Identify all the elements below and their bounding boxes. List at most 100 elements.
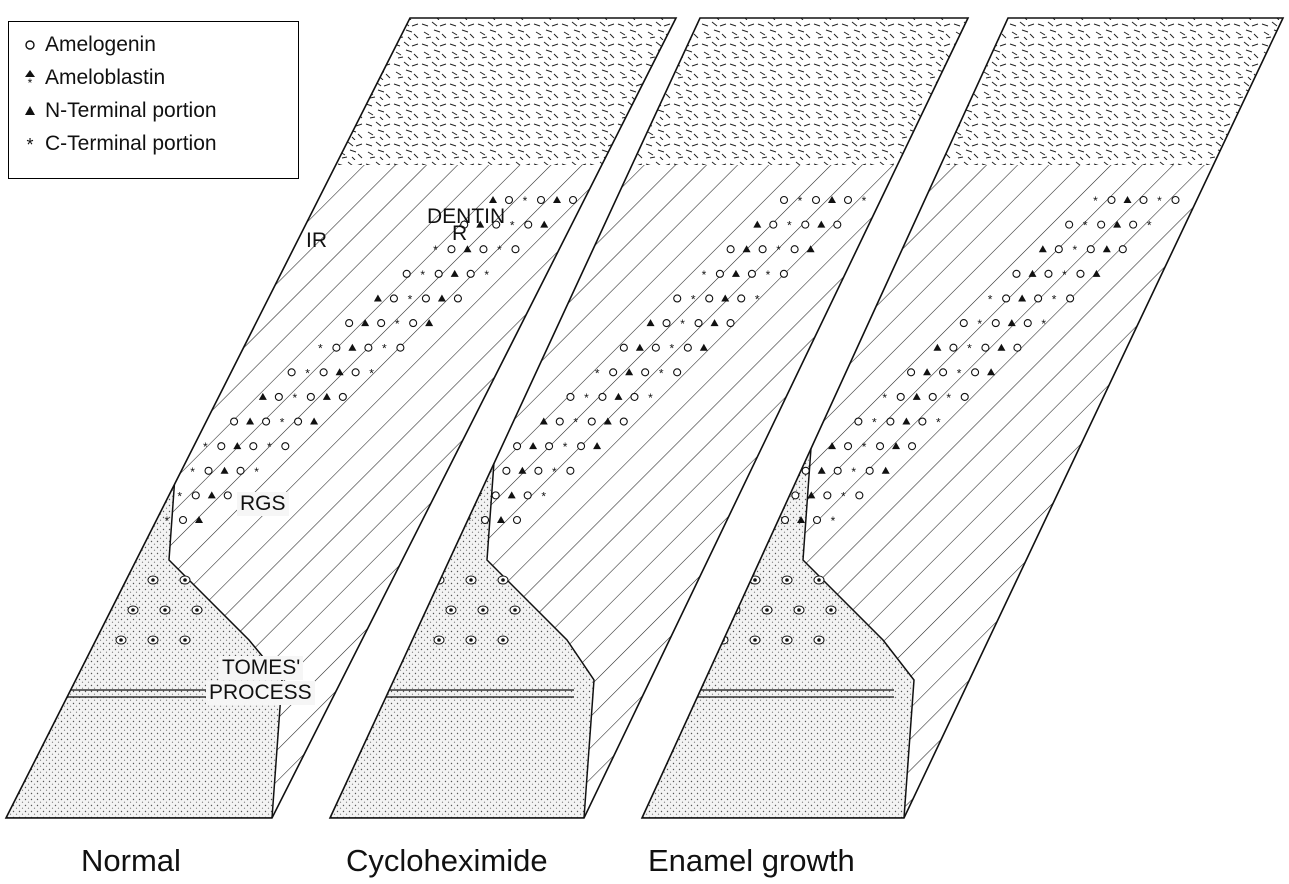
c-terminal-marker: * [420, 268, 425, 282]
tomes-label-line1: TOMES' [219, 656, 303, 680]
amelogenin-marker [556, 418, 563, 425]
amelogenin-marker [160, 492, 167, 499]
amelogenin-marker [567, 393, 574, 400]
amelogenin-marker [492, 492, 499, 499]
legend-item-c-terminal: * C-Terminal portion [21, 127, 298, 160]
c-terminal-marker: * [497, 243, 502, 257]
amelogenin-marker [460, 492, 467, 499]
amelogenin-marker [887, 418, 894, 425]
amelogenin-marker [824, 492, 831, 499]
legend-label: Amelogenin [45, 33, 156, 57]
amelogenin-marker [652, 344, 659, 351]
n-terminal-marker [144, 491, 152, 498]
c-terminal-marker: * [1062, 268, 1067, 282]
amelogenin-marker [237, 467, 244, 474]
rgs-label: RGS [237, 492, 289, 516]
c-terminal-marker: * [203, 440, 208, 454]
amelogenin-marker [263, 418, 270, 425]
amelogenin-marker [320, 369, 327, 376]
amelogenin-marker [781, 197, 788, 204]
c-terminal-marker: * [584, 391, 589, 405]
c-terminal-marker: * [831, 514, 836, 528]
amelogenin-marker [390, 295, 397, 302]
c-terminal-marker: * [1147, 219, 1152, 233]
amelogenin-marker [982, 344, 989, 351]
amelogenin-marker [506, 197, 513, 204]
amelogenin-marker [173, 467, 180, 474]
legend-label: C-Terminal portion [45, 132, 217, 156]
c-terminal-marker: * [1083, 219, 1088, 233]
amelogenin-marker [992, 320, 999, 327]
c-terminal-marker: * [766, 268, 771, 282]
amelogenin-marker [570, 197, 577, 204]
c-terminal-marker: * [293, 391, 298, 405]
c-terminal-marker: * [648, 391, 653, 405]
amelogenin-marker [919, 418, 926, 425]
c-terminal-marker: * [957, 366, 962, 380]
amelogenin-marker [275, 393, 282, 400]
amelogenin-marker [535, 467, 542, 474]
c-terminal-marker: * [841, 489, 846, 503]
amelogenin-marker [525, 221, 532, 228]
legend-label: Ameloblastin [45, 66, 165, 90]
amelogenin-marker [834, 221, 841, 228]
amelogenin-marker [578, 443, 585, 450]
amelogenin-marker [620, 418, 627, 425]
asterisk-icon: * [21, 137, 39, 151]
amelogenin-marker [802, 467, 809, 474]
legend-item-amelogenin: Amelogenin [21, 28, 298, 61]
amelogenin-marker [346, 320, 353, 327]
c-terminal-marker: * [872, 416, 877, 430]
c-terminal-marker: * [510, 219, 515, 233]
c-terminal-marker: * [318, 342, 323, 356]
amelogenin-marker [148, 517, 155, 524]
c-terminal-marker: * [165, 514, 170, 528]
panel-caption-normal: Normal [81, 843, 181, 879]
amelogenin-marker [1014, 344, 1021, 351]
c-terminal-marker: * [1157, 194, 1162, 208]
amelogenin-marker [116, 517, 123, 524]
c-terminal-marker: * [787, 219, 792, 233]
legend-box: Amelogenin * Ameloblastin N-Terminal por… [8, 21, 299, 179]
amelogenin-marker [333, 344, 340, 351]
amelogenin-marker [706, 295, 713, 302]
amelogenin-marker [448, 246, 455, 253]
c-terminal-marker: * [552, 465, 557, 479]
amelogenin-marker [1067, 295, 1074, 302]
c-terminal-marker: * [946, 391, 951, 405]
c-terminal-marker: * [254, 465, 259, 479]
amelogenin-marker [1140, 197, 1147, 204]
c-terminal-marker: * [523, 194, 528, 208]
amelogenin-marker [674, 295, 681, 302]
open-circle-icon [21, 39, 39, 51]
vesicle [414, 606, 424, 614]
amelogenin-marker [674, 369, 681, 376]
amelogenin-marker [877, 443, 884, 450]
panel-caption-cycloheximide: Cycloheximide [346, 843, 548, 879]
amelogenin-marker [791, 246, 798, 253]
amelogenin-marker [482, 517, 489, 524]
amelogenin-marker [295, 418, 302, 425]
amelogenin-marker [1045, 270, 1052, 277]
vesicle [84, 576, 94, 584]
legend-item-n-terminal: N-Terminal portion [21, 94, 298, 127]
amelogenin-marker [814, 517, 821, 524]
c-terminal-marker: * [967, 342, 972, 356]
amelogenin-marker [339, 393, 346, 400]
amelogenin-marker [1098, 221, 1105, 228]
svg-text:*: * [26, 137, 33, 151]
amelogenin-marker [192, 492, 199, 499]
c-terminal-marker: * [369, 366, 374, 380]
amelogenin-marker [218, 443, 225, 450]
c-terminal-marker: * [190, 465, 195, 479]
amelogenin-marker [802, 221, 809, 228]
amelogenin-marker [588, 418, 595, 425]
c-terminal-marker: * [305, 366, 310, 380]
n-terminal-marker [433, 516, 441, 523]
amelogenin-marker [1172, 197, 1179, 204]
vesicle [402, 576, 412, 584]
amelogenin-marker [288, 369, 295, 376]
n-terminal-marker [131, 516, 139, 523]
amelogenin-marker [599, 393, 606, 400]
amelogenin-marker [1035, 295, 1042, 302]
